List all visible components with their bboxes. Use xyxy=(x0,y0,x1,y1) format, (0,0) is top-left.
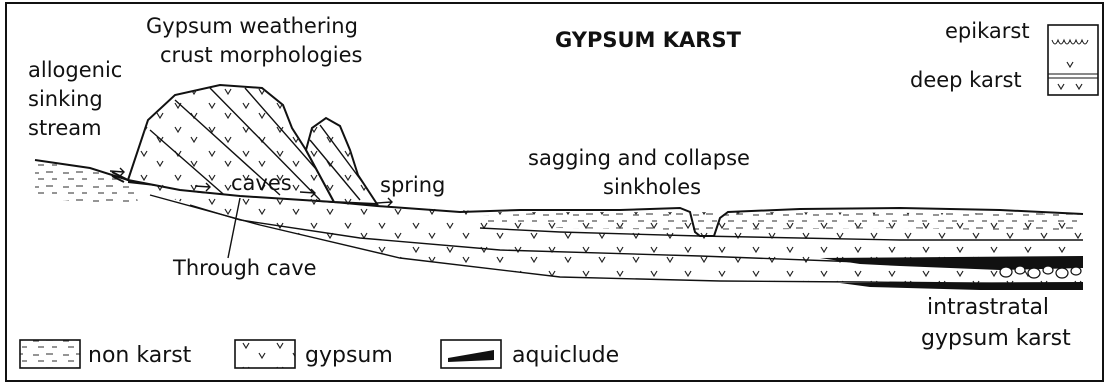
legend-gypsum-label: gypsum xyxy=(305,343,393,368)
caves-label: caves xyxy=(231,171,292,195)
sinkholes-label-line1: sagging and collapse xyxy=(528,146,750,170)
legend-non-karst-swatch xyxy=(20,340,80,368)
intrastratal-label-line1: intrastratal xyxy=(927,295,1049,320)
weathering-label-line1: Gypsum weathering xyxy=(146,14,358,38)
deep-karst-label: deep karst xyxy=(910,68,1022,92)
diagram-title: GYPSUM KARST xyxy=(555,28,742,52)
intrastratal-label-line2: gypsum karst xyxy=(921,326,1071,351)
karst-depth-inset xyxy=(1048,25,1098,95)
allogenic-label-line1: allogenic xyxy=(28,58,122,82)
legend-aquiclude-label: aquiclude xyxy=(512,343,619,368)
sinkholes-label-line2: sinkholes xyxy=(603,175,701,199)
weathering-label-line2: crust morphologies xyxy=(160,43,362,67)
allogenic-label-line3: stream xyxy=(28,116,102,140)
spring-label: spring xyxy=(380,173,445,197)
epikarst-label: epikarst xyxy=(945,19,1030,43)
allogenic-label-line2: sinking xyxy=(28,87,103,111)
legend-non-karst-label: non karst xyxy=(88,343,192,368)
through-cave-label: Through cave xyxy=(172,256,317,280)
legend-gypsum-swatch xyxy=(235,340,295,368)
